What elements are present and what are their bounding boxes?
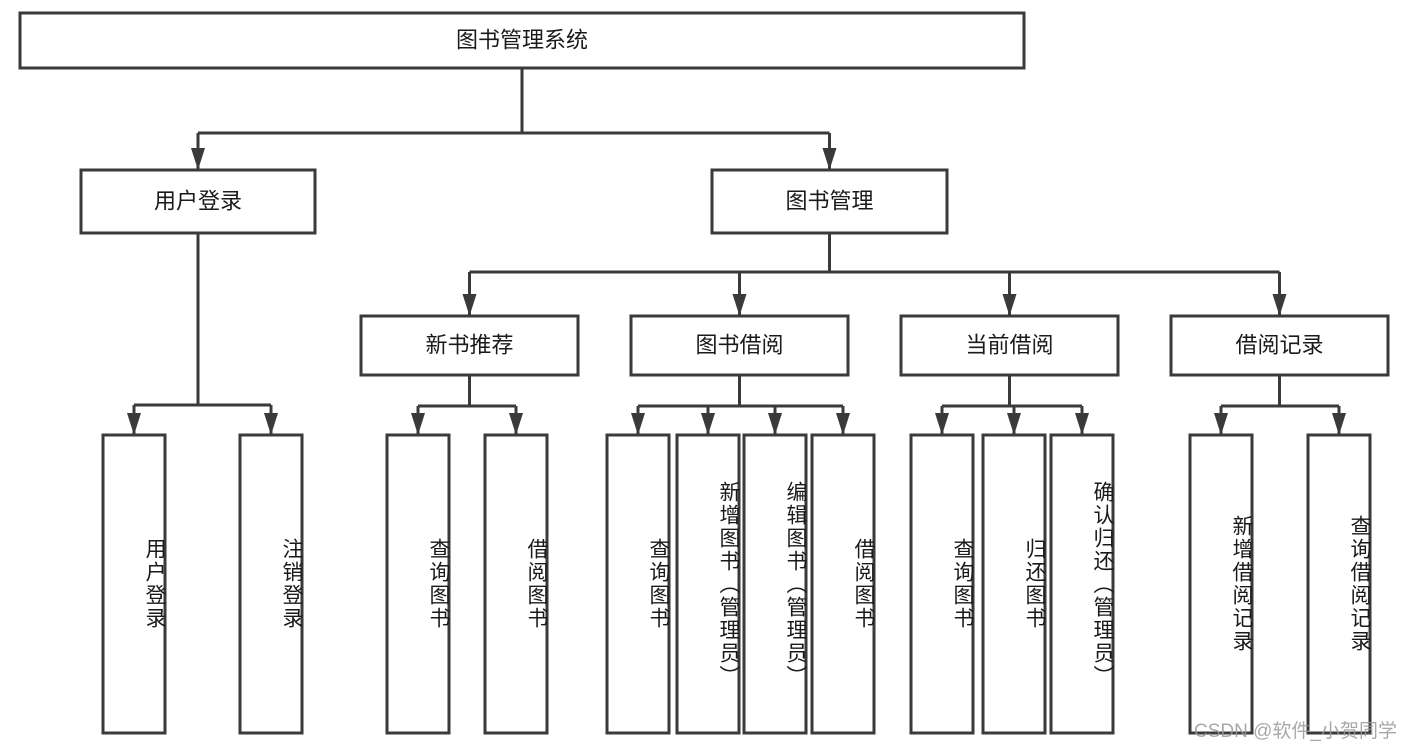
node-box-leaf-add-book-admin[interactable]	[675, 433, 741, 735]
arrow-head-icon	[836, 413, 850, 435]
node-box-leaf-logout[interactable]	[238, 433, 304, 735]
node-box-leaf-borrow-book-recommend[interactable]	[483, 433, 549, 735]
arrow-head-icon	[1272, 294, 1287, 316]
arrow-head-icon	[1214, 413, 1228, 435]
arrow-head-icon	[1007, 413, 1021, 435]
node-label-book-borrow: 图书借阅	[695, 332, 783, 357]
node-box-leaf-query-borrow-record[interactable]	[1306, 433, 1372, 735]
arrow-head-icon	[127, 413, 141, 435]
arrow-head-icon	[1075, 413, 1089, 435]
arrow-head-icon	[631, 413, 645, 435]
arrow-head-icon	[1002, 294, 1017, 316]
arrow-head-icon	[822, 148, 837, 170]
node-label-current-borrow: 当前借阅	[965, 332, 1053, 357]
arrow-head-icon	[935, 413, 949, 435]
connectors-layer	[127, 68, 1346, 435]
arrow-head-icon	[1332, 413, 1346, 435]
node-box-leaf-query-book-current[interactable]	[909, 433, 975, 735]
node-box-user-login[interactable]	[79, 168, 317, 235]
node-box-leaf-add-borrow-record[interactable]	[1188, 433, 1254, 735]
node-label-borrow-records: 借阅记录	[1235, 332, 1323, 357]
node-label-root: 图书管理系统	[456, 27, 588, 52]
node-label-book-management: 图书管理	[785, 188, 873, 213]
node-box-leaf-query-book-recommend[interactable]	[385, 433, 451, 735]
arrow-head-icon	[701, 413, 715, 435]
node-box-leaf-return-book[interactable]	[981, 433, 1047, 735]
node-box-leaf-confirm-return-admin[interactable]	[1049, 433, 1115, 735]
arrow-head-icon	[509, 413, 523, 435]
node-label-user-login: 用户登录	[154, 188, 242, 213]
node-box-leaf-edit-book-admin[interactable]	[742, 433, 808, 735]
arrow-head-icon	[411, 413, 425, 435]
node-box-leaf-user-login[interactable]	[101, 433, 167, 735]
node-box-book-borrow[interactable]	[629, 314, 850, 377]
node-label-new-book-recommend: 新书推荐	[425, 332, 513, 357]
arrow-head-icon	[768, 413, 782, 435]
csdn-watermark: CSDN @软件_小贺同学	[1194, 721, 1397, 742]
arrow-head-icon	[191, 148, 205, 170]
node-box-current-borrow[interactable]	[899, 314, 1120, 377]
node-box-new-book-recommend[interactable]	[359, 314, 580, 377]
arrow-head-icon	[732, 294, 747, 316]
arrow-head-icon	[264, 413, 278, 435]
node-box-leaf-borrow-book[interactable]	[810, 433, 876, 735]
node-box-book-management[interactable]	[710, 168, 949, 235]
node-box-borrow-records[interactable]	[1169, 314, 1390, 377]
arrow-head-icon	[462, 294, 477, 316]
boxes-layer	[18, 11, 1390, 735]
node-box-leaf-query-book-borrow[interactable]	[605, 433, 671, 735]
node-box-root[interactable]	[18, 11, 1026, 70]
